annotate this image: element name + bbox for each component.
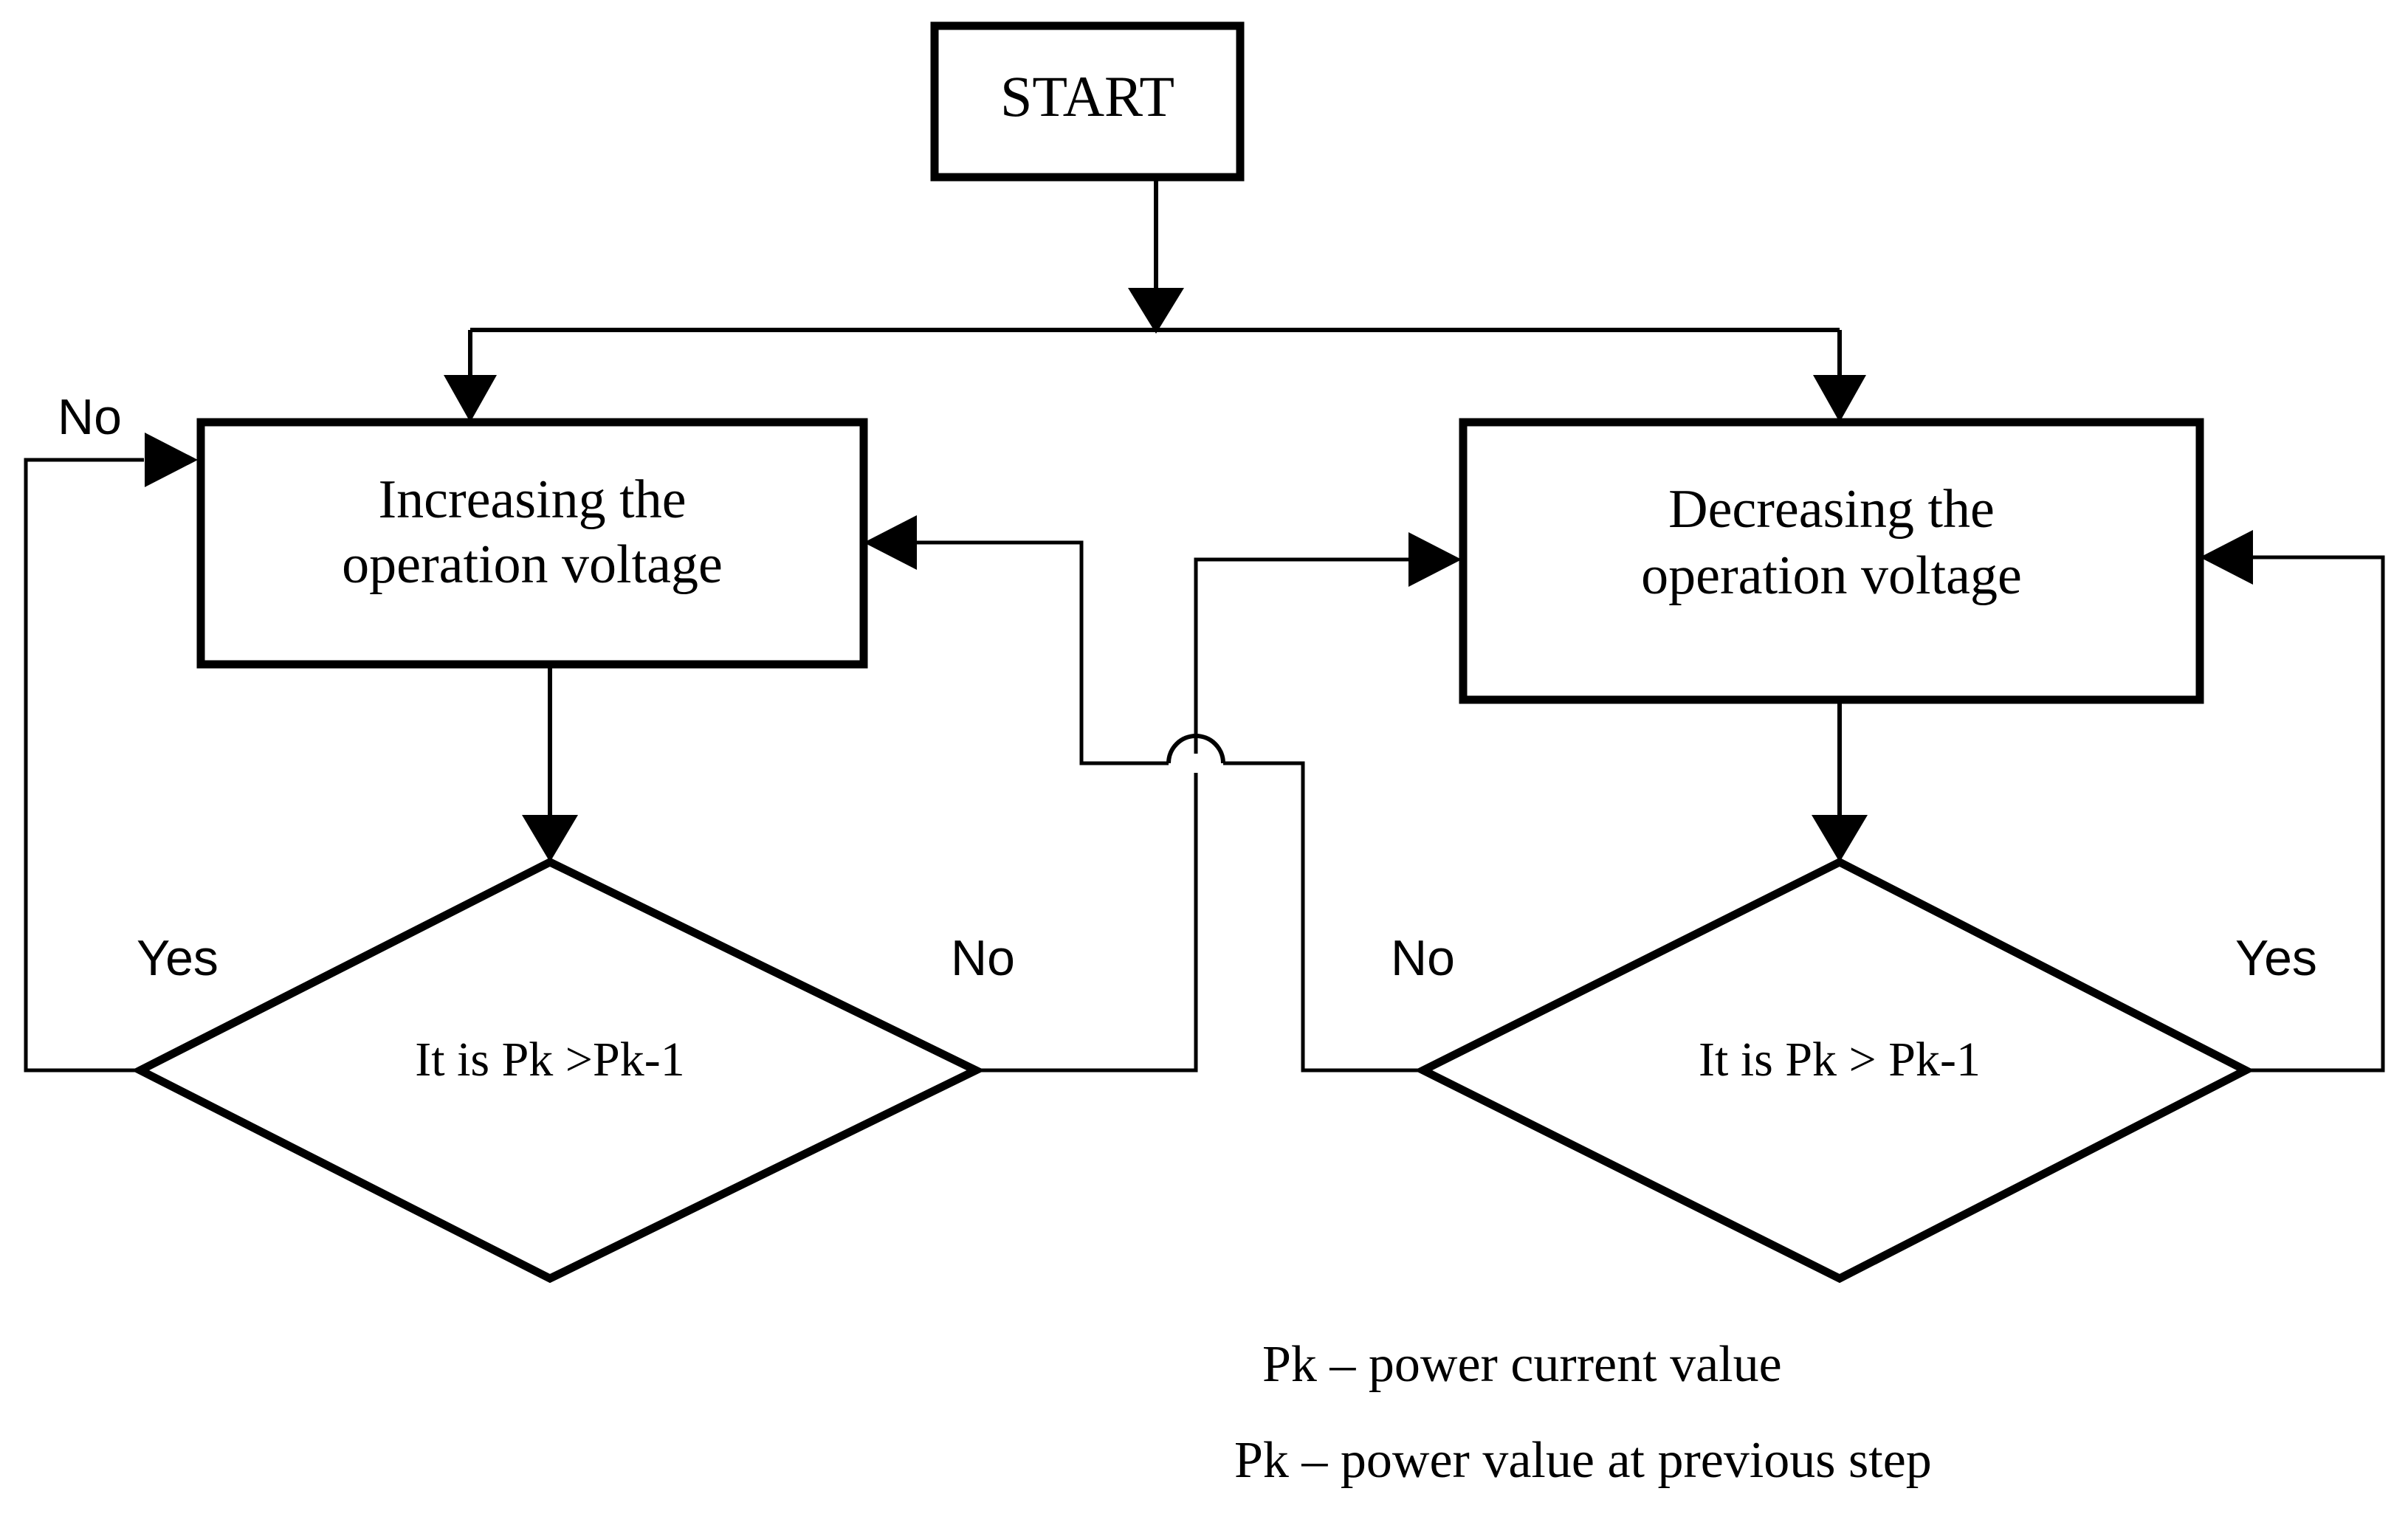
edge-decision-right-no-to-increase <box>864 515 1425 1073</box>
node-process-increase[interactable]: Increasing the operation voltage <box>196 418 868 669</box>
edge-increase-to-decision-left <box>522 664 578 862</box>
node-start[interactable]: START <box>930 21 1245 182</box>
branch-label-left-outer-no: No <box>58 389 122 445</box>
edge-split-to-decrease <box>1813 330 1866 422</box>
node-decision-right[interactable]: It is Pk > Pk-1 <box>1414 857 2255 1284</box>
edge-start-to-split <box>1128 177 1184 334</box>
legend-line-pk-current: Pk – power current value <box>1262 1336 1782 1393</box>
branch-label-right-no: No <box>1391 930 1455 986</box>
increase-label-line1: Increasing the <box>378 469 686 530</box>
legend-line-pk-previous: Pk – power value at previous step <box>1234 1432 1932 1489</box>
branch-label-right-yes: Yes <box>2235 930 2317 986</box>
branch-label-left-yes: Yes <box>137 930 219 986</box>
edge-split-to-increase <box>444 330 497 422</box>
node-decision-left[interactable]: It is Pk >Pk-1 <box>131 857 985 1284</box>
edge-decision-left-yes-loop <box>24 433 198 1073</box>
edge-decision-right-yes-loop <box>2200 530 2385 1073</box>
increase-label-line2: operation voltage <box>342 534 723 595</box>
edge-decrease-to-decision-right <box>1812 700 1868 862</box>
decision-right-label: It is Pk > Pk-1 <box>1699 1033 1981 1087</box>
node-process-decrease[interactable]: Decreasing the operation voltage <box>1459 418 2204 704</box>
decrease-label-line1: Decreasing the <box>1668 479 1995 540</box>
decision-left-label: It is Pk >Pk-1 <box>415 1033 684 1087</box>
branch-label-left-no: No <box>951 930 1015 986</box>
decrease-label-line2: operation voltage <box>1641 545 2022 606</box>
edge-decision-left-no-to-decrease <box>974 532 1462 1073</box>
start-label: START <box>1000 64 1174 128</box>
